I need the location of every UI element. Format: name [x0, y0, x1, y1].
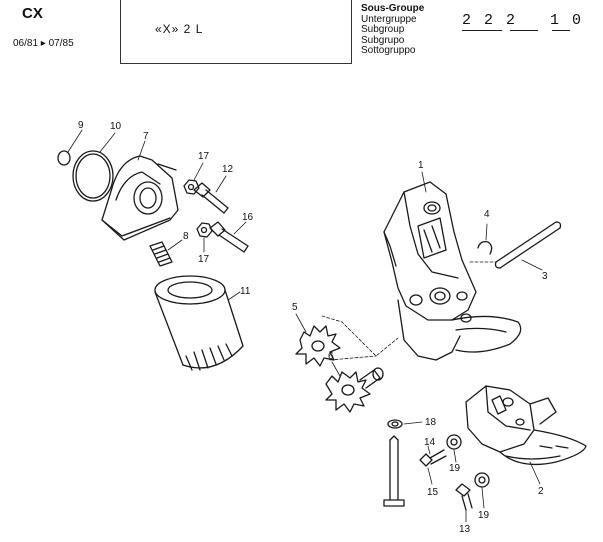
gasket-ring	[72, 150, 114, 202]
assembly-line-b	[329, 355, 377, 361]
callout-6: 6	[328, 351, 334, 362]
code-underline-3	[552, 30, 570, 31]
o-ring-small	[57, 150, 71, 166]
callout-13: 13	[459, 524, 471, 535]
oil-filter	[154, 275, 244, 371]
callout-18: 18	[425, 417, 437, 428]
leader-10	[99, 132, 116, 153]
leader-3	[521, 259, 543, 271]
bolt-14	[419, 449, 447, 467]
oil-pump-body	[383, 181, 522, 361]
subgroup-labels: Sous-Groupe Untergruppe Subgroup Subgrup…	[361, 3, 425, 57]
washer-18	[387, 419, 403, 429]
oil-strainer	[465, 385, 587, 466]
leader-12	[215, 175, 227, 193]
washer-19a	[446, 434, 462, 450]
washer-19b	[474, 472, 490, 488]
leader-15	[427, 467, 433, 485]
leader-8	[167, 239, 183, 251]
subgroup-label-fr: Sous-Groupe	[361, 3, 425, 14]
leader-19b	[481, 487, 485, 509]
subgroup-label-es: Subgrupo	[361, 34, 405, 46]
model-code: CX	[22, 5, 43, 22]
assembly-line-a	[321, 315, 399, 357]
pump-gear-5	[295, 325, 341, 367]
drive-shaft	[494, 221, 562, 269]
callout-2: 2	[538, 486, 544, 497]
subgroup-code: 2 2 2 1 0 _	[462, 12, 584, 29]
leader-4	[485, 223, 488, 241]
callout-4: 4	[484, 209, 490, 220]
callout-11: 11	[240, 286, 251, 297]
leader-16	[233, 221, 247, 235]
variant-label: «X» 2 L	[155, 22, 204, 36]
bolt-13	[455, 483, 473, 511]
subgroup-label-de: Untergruppe	[361, 13, 417, 25]
callout-14: 14	[424, 437, 436, 448]
bolt-12	[193, 182, 229, 214]
callout-7: 7	[143, 131, 149, 142]
threaded-nipple	[149, 241, 173, 267]
callout-3: 3	[542, 271, 548, 282]
callout-10: 10	[110, 121, 122, 132]
leader-18	[403, 421, 423, 425]
production-dates: 06/81 ▸ 07/85	[13, 38, 74, 49]
variant-box	[120, 0, 352, 64]
code-underline-1	[462, 30, 502, 31]
leader-11	[227, 291, 241, 301]
pump-gear-6	[325, 367, 384, 413]
filter-bracket	[101, 155, 179, 241]
leader-19a	[453, 449, 457, 463]
subgroup-label-en: Subgroup	[361, 24, 405, 35]
callout-19-b: 19	[478, 510, 490, 521]
leader-1	[421, 171, 427, 193]
bolt-16	[209, 221, 249, 253]
subgroup-label-it: Sottogruppo	[361, 45, 416, 56]
long-bolt	[383, 435, 405, 507]
leader-6	[331, 361, 341, 377]
callout-17-lower: 17	[198, 254, 210, 265]
circlip	[477, 240, 493, 255]
callout-9: 9	[78, 120, 84, 131]
callout-15: 15	[427, 487, 439, 498]
callout-12: 12	[222, 164, 234, 175]
leader-7	[137, 140, 146, 161]
leader-2	[529, 461, 541, 485]
code-underline-2	[510, 30, 538, 31]
callout-1: 1	[418, 160, 424, 171]
leader-5	[295, 313, 307, 333]
callout-8: 8	[183, 231, 189, 242]
leader-14	[427, 445, 431, 455]
leader-17a	[193, 162, 204, 181]
leader-9	[67, 129, 83, 153]
nut-upper	[183, 179, 200, 195]
nut-lower	[196, 222, 213, 238]
callout-19-a: 19	[449, 463, 461, 474]
callout-16: 16	[242, 212, 254, 223]
callout-5: 5	[292, 302, 298, 313]
callout-17-upper: 17	[198, 151, 210, 162]
